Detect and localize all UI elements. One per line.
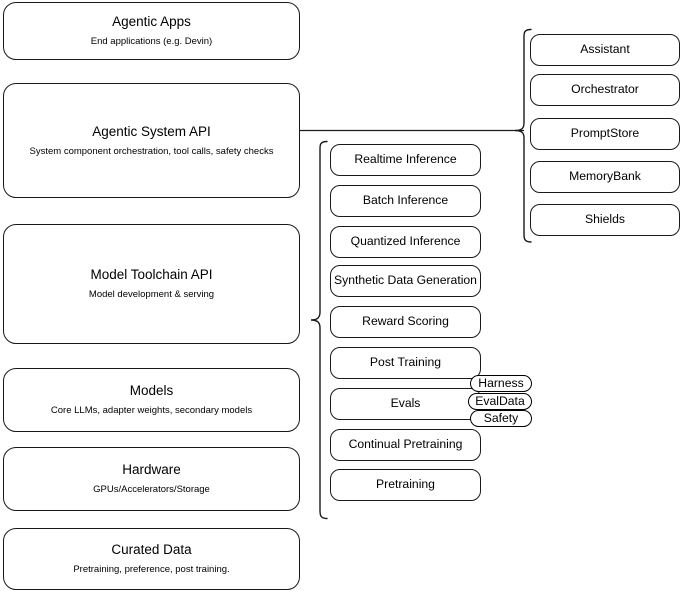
component-label: PromptStore <box>570 126 640 141</box>
component-label: Synthetic Data Generation <box>334 273 477 288</box>
component-shields[interactable]: Shields <box>530 204 680 236</box>
layer-title: Model Toolchain API <box>90 267 213 283</box>
layer-model-toolchain-api[interactable]: Model Toolchain API Model development & … <box>3 224 300 344</box>
component-batch-inference[interactable]: Batch Inference <box>330 185 481 217</box>
component-label: Shields <box>585 212 625 227</box>
component-label: Quantized Inference <box>350 234 461 249</box>
layer-agentic-system-api[interactable]: Agentic System API System component orch… <box>3 83 300 198</box>
component-label: Pretraining <box>376 477 435 492</box>
component-label: Realtime Inference <box>354 152 457 167</box>
component-quantized-inference[interactable]: Quantized Inference <box>330 226 481 258</box>
component-memorybank[interactable]: MemoryBank <box>530 161 680 193</box>
component-orchestrator[interactable]: Orchestrator <box>530 74 680 106</box>
evals-subcomponent-evaldata[interactable]: EvalData <box>468 393 532 410</box>
layer-agentic-apps[interactable]: Agentic Apps End applications (e.g. Devi… <box>3 2 300 60</box>
evals-subcomponent-safety[interactable]: Safety <box>470 410 532 427</box>
layer-subtitle: Pretraining, preference, post training. <box>73 564 230 575</box>
layer-title: Agentic Apps <box>112 14 191 30</box>
component-label: MemoryBank <box>569 169 641 184</box>
layer-curated-data[interactable]: Curated Data Pretraining, preference, po… <box>3 528 300 590</box>
layer-hardware[interactable]: Hardware GPUs/Accelerators/Storage <box>3 447 300 511</box>
layer-subtitle: GPUs/Accelerators/Storage <box>93 484 210 495</box>
component-label: Assistant <box>580 42 630 57</box>
layer-subtitle: Model development & serving <box>88 289 215 300</box>
evals-subcomponent-harness[interactable]: Harness <box>470 375 532 392</box>
pill-label: EvalData <box>475 394 525 409</box>
component-label: Batch Inference <box>362 193 449 208</box>
component-reward-scoring[interactable]: Reward Scoring <box>330 306 481 338</box>
layer-subtitle: System component orchestration, tool cal… <box>29 145 274 157</box>
layer-title: Hardware <box>122 462 181 478</box>
pill-label: Harness <box>478 376 524 391</box>
component-promptstore[interactable]: PromptStore <box>530 118 680 150</box>
connector-system-api-to-components <box>300 124 526 138</box>
component-label: Continual Pretraining <box>348 437 463 452</box>
component-evals[interactable]: Evals <box>330 388 481 420</box>
layer-title: Models <box>129 383 174 399</box>
layer-models[interactable]: Models Core LLMs, adapter weights, secon… <box>3 368 300 432</box>
layer-subtitle: End applications (e.g. Devin) <box>90 36 213 47</box>
layer-title: Agentic System API <box>92 123 211 139</box>
component-synthetic-data-generation[interactable]: Synthetic Data Generation <box>330 265 481 297</box>
component-label: Reward Scoring <box>362 314 449 329</box>
bracket-toolchain-components <box>310 140 328 520</box>
component-pretraining[interactable]: Pretraining <box>330 469 481 501</box>
component-post-training[interactable]: Post Training <box>330 347 481 379</box>
layer-subtitle: Core LLMs, adapter weights, secondary mo… <box>50 405 253 416</box>
component-assistant[interactable]: Assistant <box>530 34 680 66</box>
component-label: Orchestrator <box>571 82 639 97</box>
component-label: Evals <box>390 396 421 411</box>
component-continual-pretraining[interactable]: Continual Pretraining <box>330 429 481 461</box>
pill-label: Safety <box>483 411 519 426</box>
component-realtime-inference[interactable]: Realtime Inference <box>330 144 481 176</box>
layer-title: Curated Data <box>111 542 192 558</box>
component-label: Post Training <box>369 355 442 370</box>
